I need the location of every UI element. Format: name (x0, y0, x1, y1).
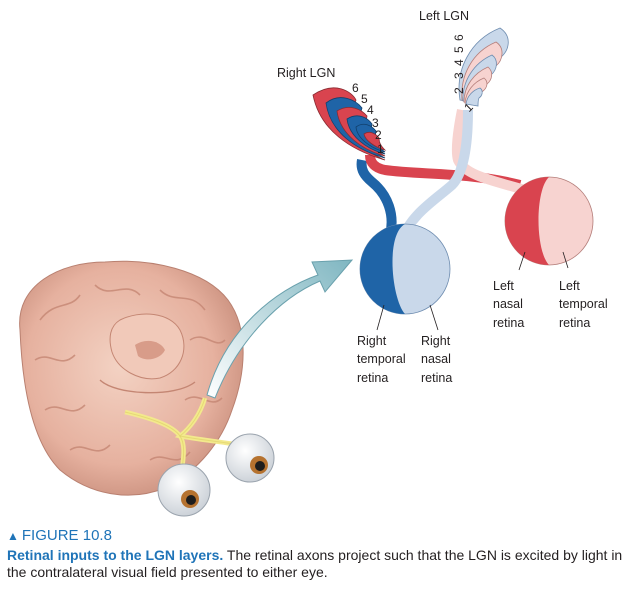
right-lgn (312, 87, 387, 161)
svg-text:temporal: temporal (559, 297, 608, 311)
svg-text:retina: retina (559, 316, 590, 330)
right-lgn-layer-2: 2 (375, 128, 382, 142)
right-lgn-layer-5: 5 (361, 92, 368, 106)
left-temporal-retina-label: Left temporal retina (559, 279, 608, 330)
right-retina (359, 223, 451, 315)
figure-caption: ▲FIGURE 10.8 Retinal inputs to the LGN l… (7, 527, 627, 581)
left-lgn-layer-2: 2 (452, 87, 466, 94)
svg-text:Left: Left (559, 279, 580, 293)
left-lgn-layer-5: 5 (452, 46, 466, 53)
right-lgn-layer-6: 6 (352, 81, 359, 95)
svg-text:retina: retina (421, 371, 452, 385)
svg-text:nasal: nasal (421, 352, 451, 366)
left-nasal-retina-label: Left nasal retina (493, 279, 524, 330)
brain-illustration (19, 260, 244, 496)
triangle-icon: ▲ (7, 529, 19, 543)
right-lgn-layer-3: 3 (372, 116, 379, 130)
right-lgn-layer-1: 1 (377, 142, 384, 156)
left-lgn-layer-3: 3 (452, 72, 466, 79)
right-lgn-layer-numbers: 6 5 4 3 2 1 (352, 81, 384, 156)
figure-description: Retinal inputs to the LGN layers. The re… (7, 547, 627, 581)
svg-text:nasal: nasal (493, 297, 523, 311)
figure-title: Retinal inputs to the LGN layers. (7, 547, 224, 563)
optic-nerves (124, 397, 246, 471)
left-lgn-layer-4: 4 (452, 59, 466, 66)
svg-text:retina: retina (357, 371, 388, 385)
left-eyeball (157, 463, 211, 517)
leader-lines (376, 251, 569, 331)
right-lgn-label: Right LGN (277, 66, 335, 80)
right-temporal-retina-label: Right temporal retina (357, 334, 406, 385)
svg-text:Left: Left (493, 279, 514, 293)
left-retina (504, 176, 594, 266)
left-lgn-layer-6: 6 (452, 34, 466, 41)
svg-text:retina: retina (493, 316, 524, 330)
figure-label: ▲FIGURE 10.8 (7, 527, 627, 545)
zoom-arrow (206, 259, 354, 399)
axon-pathways (356, 109, 527, 242)
right-lgn-layer-4: 4 (367, 103, 374, 117)
svg-text:Right: Right (421, 334, 451, 348)
left-lgn (458, 27, 509, 107)
figure-number: FIGURE 10.8 (21, 527, 112, 544)
figure-body: The retinal axons project such that the … (7, 547, 623, 580)
right-nasal-retina-label: Right nasal retina (421, 334, 452, 385)
right-eyeball (225, 433, 275, 483)
left-lgn-label: Left LGN (419, 9, 469, 23)
svg-text:Right: Right (357, 334, 387, 348)
svg-text:temporal: temporal (357, 352, 406, 366)
